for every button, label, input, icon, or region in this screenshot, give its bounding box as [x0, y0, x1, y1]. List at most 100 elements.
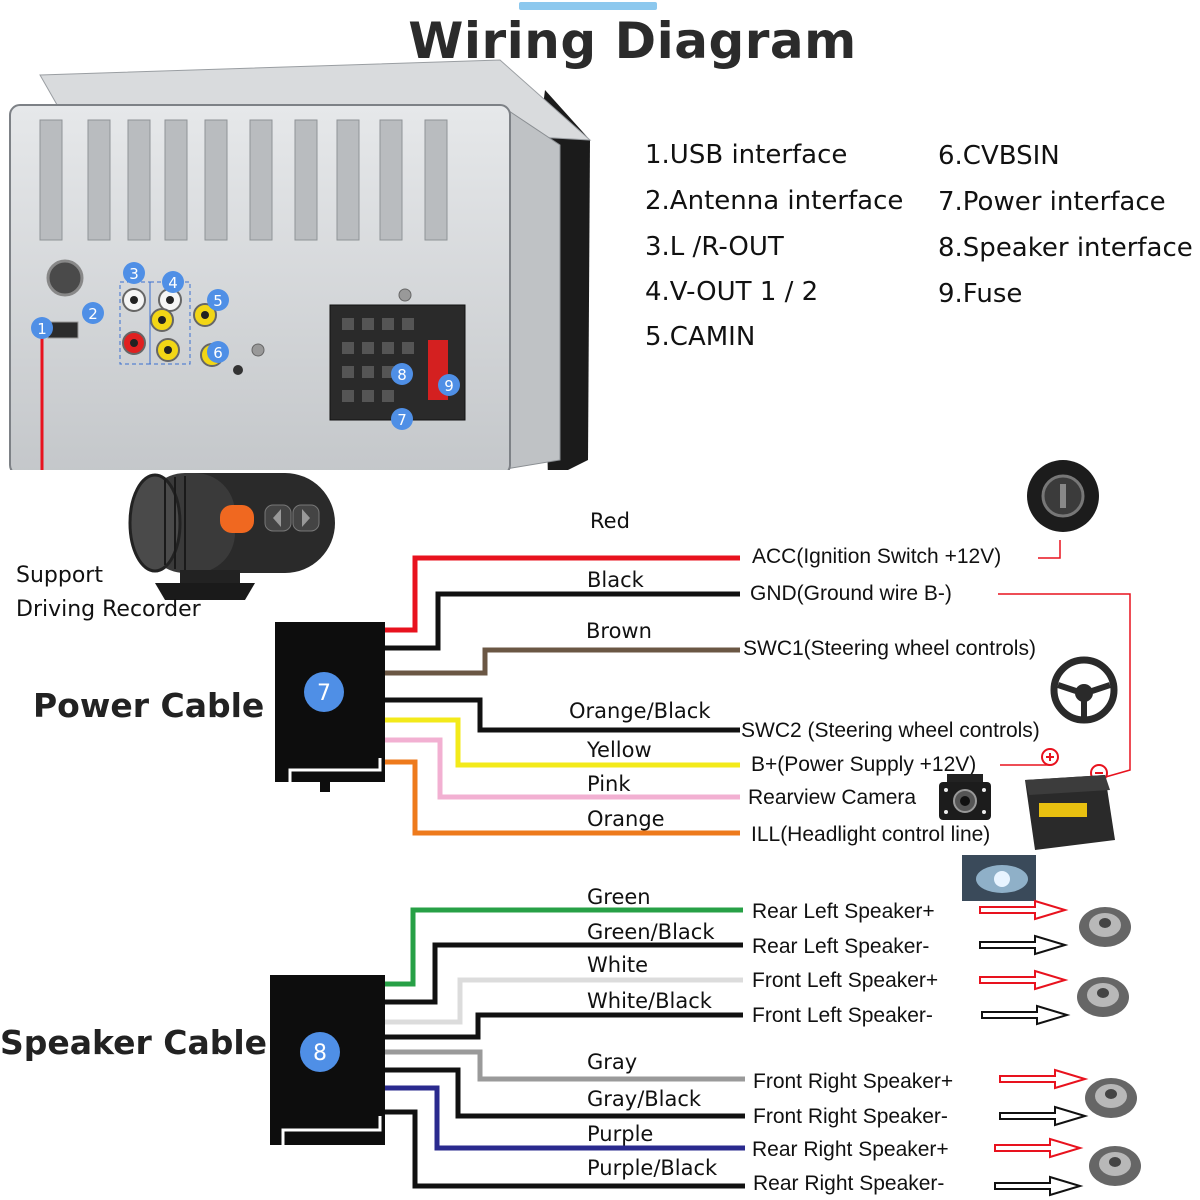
- power-cable-diagram: 7: [275, 540, 1131, 836]
- wire-function: Rear Right Speaker+: [752, 1138, 949, 1161]
- power-connector-badge: [304, 672, 344, 712]
- wire-green-black: [385, 942, 743, 1005]
- legend-item: 5.CAMIN: [645, 322, 756, 352]
- svg-text:6: 6: [213, 344, 223, 362]
- wire-function: Front Left Speaker+: [752, 969, 939, 992]
- wire-name: Yellow: [587, 738, 652, 762]
- legend-item: 2.Antenna interface: [645, 186, 904, 216]
- wire-name: Purple: [587, 1122, 654, 1146]
- port-badge-7: 7: [391, 408, 413, 430]
- legend-item: 9.Fuse: [938, 279, 1023, 309]
- wire-name: Orange: [587, 807, 665, 831]
- speaker-connector-badge: [300, 1032, 340, 1072]
- arrow-black: [999, 1105, 1089, 1127]
- battery-image: [1025, 748, 1115, 850]
- legend-item: 6.CVBSIN: [938, 141, 1060, 171]
- port-badge-6: 6: [207, 341, 229, 363]
- arrow-red: [994, 1137, 1084, 1159]
- wire-name: Green: [587, 885, 651, 909]
- wire-red: [385, 555, 740, 633]
- svg-text:3: 3: [129, 265, 139, 283]
- wire-function: Rearview Camera: [748, 786, 917, 809]
- wire-name: Gray/Black: [587, 1087, 702, 1111]
- arrow-black: [981, 1004, 1071, 1026]
- power-cable-label: Power Cable: [33, 686, 265, 725]
- wire-function: SWC2 (Steering wheel controls): [741, 719, 1040, 742]
- arrow-black: [979, 934, 1069, 956]
- port-badge-1: 1: [31, 317, 53, 339]
- wire-function: ILL(Headlight control line): [751, 823, 991, 846]
- arrow-red: [979, 969, 1069, 991]
- port-badge-8: 8: [391, 363, 413, 385]
- legend-item: 8.Speaker interface: [938, 233, 1193, 263]
- wire-function: ACC(Ignition Switch +12V): [752, 545, 1002, 568]
- title-accent-bar: [519, 2, 657, 10]
- speaker-image: [1089, 1146, 1141, 1186]
- wire-orange-black: [385, 697, 740, 733]
- wire-name: Brown: [586, 619, 652, 643]
- speaker-cable-diagram: 8: [270, 899, 1141, 1197]
- wire-name: Black: [587, 568, 644, 592]
- port-badge-5: 5: [207, 289, 229, 311]
- svg-text:8: 8: [313, 1041, 327, 1066]
- port-badge-3: 3: [123, 262, 145, 284]
- wire-function: SWC1(Steering wheel controls): [743, 637, 1036, 660]
- arrow-black: [994, 1175, 1084, 1197]
- wire-function: Rear Left Speaker-: [752, 935, 930, 958]
- svg-text:2: 2: [88, 305, 98, 323]
- wire-function: GND(Ground wire B-): [750, 582, 952, 605]
- wire-name: Purple/Black: [587, 1156, 718, 1180]
- svg-text:8: 8: [397, 366, 407, 384]
- wire-name: White: [587, 953, 649, 977]
- speaker-image: [1079, 907, 1131, 947]
- wire-name: Gray: [587, 1050, 638, 1074]
- wire-purple-black: [385, 1109, 745, 1189]
- port-badges: 1 2 3 4 5 6 7 8 9: [31, 262, 460, 430]
- svg-text:5: 5: [213, 292, 223, 310]
- wire-function: Front Right Speaker-: [753, 1105, 948, 1128]
- arrow-red: [999, 1068, 1089, 1090]
- wire-function: Rear Left Speaker+: [752, 900, 935, 923]
- wire-name: White/Black: [587, 989, 712, 1013]
- legend-item: 7.Power interface: [938, 187, 1166, 217]
- support-label-line1: Support: [16, 563, 103, 588]
- port-badge-4: 4: [162, 271, 184, 293]
- wire-brown: [385, 647, 740, 676]
- legend-item: 3.L /R-OUT: [645, 232, 784, 262]
- driving-recorder-image: [128, 473, 335, 600]
- headlight-image: [962, 855, 1036, 901]
- head-unit-illustration: [9, 59, 592, 470]
- svg-text:7: 7: [317, 681, 331, 706]
- port-badge-2: 2: [82, 302, 104, 324]
- wire-green: [385, 907, 743, 987]
- wire-name: Red: [590, 509, 630, 533]
- wire-black: [385, 591, 740, 651]
- steering-wheel-image: [1050, 656, 1118, 724]
- rear-camera-image: [939, 774, 991, 820]
- wire-name: Orange/Black: [569, 699, 711, 723]
- arrow-red: [979, 899, 1069, 921]
- speaker-cable-label: Speaker Cable: [0, 1023, 268, 1062]
- wire-gray: [385, 1049, 745, 1082]
- port-badge-9: 9: [438, 374, 460, 396]
- wire-pink: [385, 737, 740, 800]
- wire-white: [385, 977, 743, 1025]
- wire-function: B+(Power Supply +12V): [751, 753, 977, 776]
- wire-name: Pink: [587, 772, 631, 796]
- wire-gray-black: [385, 1067, 745, 1119]
- support-label-line2: Driving Recorder: [16, 597, 201, 622]
- wire-function: Rear Right Speaker-: [753, 1172, 945, 1195]
- wire-yellow: [385, 717, 740, 768]
- svg-text:1: 1: [37, 320, 47, 338]
- svg-text:9: 9: [444, 377, 454, 395]
- wire-name: Green/Black: [587, 920, 715, 944]
- speaker-image: [1077, 977, 1129, 1017]
- wire-function: Front Left Speaker-: [752, 1004, 933, 1027]
- speaker-image: [1085, 1078, 1137, 1118]
- wire-white-black: [385, 1012, 743, 1040]
- legend-item: 1.USB interface: [645, 140, 848, 170]
- legend-item: 4.V-OUT 1 / 2: [645, 277, 819, 307]
- wire-function: Front Right Speaker+: [753, 1070, 954, 1093]
- svg-text:7: 7: [397, 411, 407, 429]
- wire-orange: [385, 759, 740, 836]
